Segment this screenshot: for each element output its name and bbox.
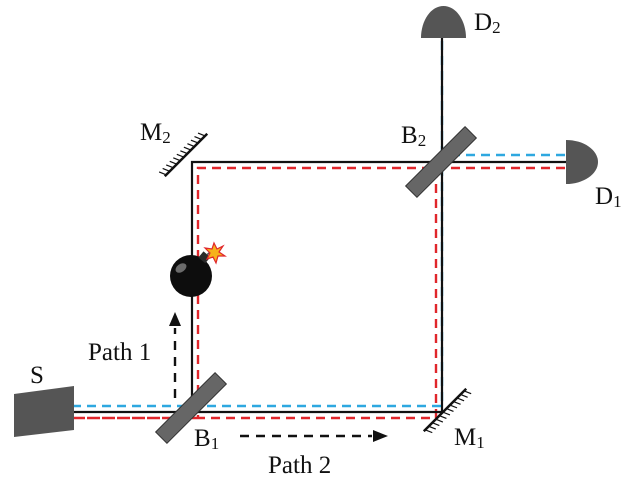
d2-label: D2: [474, 9, 501, 37]
mirror-m2: [158, 132, 209, 178]
detector-icon: [566, 140, 598, 184]
mirror-icon: [163, 132, 209, 178]
d1-label: D1: [595, 183, 622, 211]
m1-label: M1: [454, 424, 485, 452]
source-label: S: [30, 362, 44, 389]
path2-label: Path 2: [268, 452, 331, 477]
path1-label: Path 1: [88, 339, 151, 366]
detector-icon: [421, 6, 466, 38]
beam-splitter-icon: [154, 371, 228, 445]
m2-label: M2: [140, 119, 171, 147]
bs1-label: B1: [194, 425, 219, 453]
bomb-icon: [170, 241, 227, 297]
path1-arrow: [169, 312, 181, 398]
mirror-m1: [422, 387, 472, 434]
red-beam: [72, 166, 566, 420]
path2-arrow: [240, 430, 388, 442]
source-icon: [14, 386, 74, 437]
beam-splitter-icon: [404, 125, 478, 199]
beam-splitter-b1: [154, 371, 228, 445]
mirror-icon: [422, 387, 468, 433]
bs2-label: B2: [401, 122, 426, 150]
beam-splitter-b2: [404, 125, 478, 199]
